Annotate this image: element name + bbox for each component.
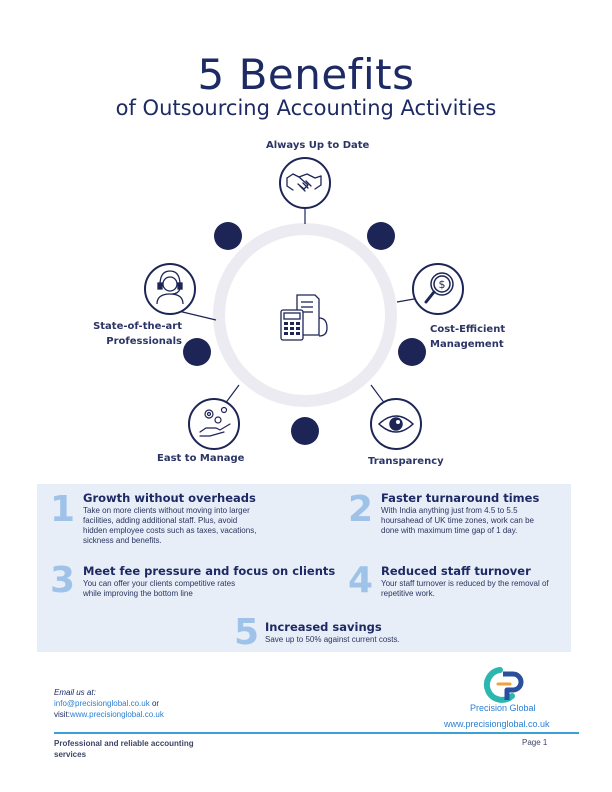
hand-gears-icon bbox=[199, 406, 231, 437]
footer-tagline: Professional and reliable accounting ser… bbox=[54, 739, 194, 759]
dot-bottom bbox=[291, 417, 319, 445]
node-label-professionals: State-of-the-art Professionals bbox=[93, 321, 182, 347]
benefit-number-1: 1 bbox=[50, 489, 76, 530]
eye-icon bbox=[377, 415, 415, 433]
dollar-glyph: $ bbox=[439, 278, 446, 291]
precision-global-logo bbox=[483, 667, 524, 703]
headset-professional-icon bbox=[156, 270, 184, 305]
accounting-calculator-icon bbox=[280, 294, 328, 341]
benefit-number-5: 5 bbox=[234, 612, 260, 653]
email-line: info@precisionglobal.co.uk or bbox=[54, 699, 160, 708]
benefit-text-1: Take on more clients without moving into… bbox=[83, 506, 257, 545]
dot-top-right bbox=[367, 222, 395, 250]
benefit-text-2: With India anything just from 4.5 to 5.5… bbox=[381, 506, 534, 535]
benefit-heading-3: Meet fee pressure and focus on clients bbox=[83, 564, 336, 578]
dot-top-left bbox=[214, 222, 242, 250]
benefit-text-4: Your staff turnover is reduced by the re… bbox=[381, 579, 549, 598]
dollar-magnifier-icon bbox=[424, 272, 454, 304]
page-subtitle: of Outsourcing Accounting Activities bbox=[115, 96, 497, 120]
dot-right bbox=[398, 338, 426, 366]
benefit-number-4: 4 bbox=[348, 560, 374, 601]
node-label-easy-to-manage: East to Manage bbox=[157, 453, 245, 464]
benefit-heading-2: Faster turnaround times bbox=[381, 491, 540, 505]
brand-name: Precision Global bbox=[470, 703, 536, 713]
footer-rule bbox=[54, 732, 579, 734]
node-label-always-up-to-date: Always Up to Date bbox=[266, 140, 370, 151]
benefit-heading-1: Growth without overheads bbox=[83, 491, 256, 505]
benefits-diagram: $ bbox=[144, 157, 464, 450]
node-label-transparency: Transparency bbox=[368, 456, 444, 467]
brand-website-link[interactable]: www.precisionglobal.co.uk bbox=[444, 719, 550, 729]
benefit-number-2: 2 bbox=[348, 489, 374, 530]
dot-left bbox=[183, 338, 211, 366]
email-label: Email us at: bbox=[54, 688, 96, 697]
benefit-text-3: You can offer your clients competitive r… bbox=[83, 579, 236, 598]
node-label-cost-efficient: Cost-Efficient Management bbox=[430, 324, 506, 350]
benefit-text-5: Save up to 50% against current costs. bbox=[265, 635, 400, 644]
page-title: 5 Benefits bbox=[197, 50, 415, 99]
visit-link[interactable]: www.precisionglobal.co.uk bbox=[70, 710, 164, 719]
benefit-heading-4: Reduced staff turnover bbox=[381, 564, 531, 578]
benefit-heading-5: Increased savings bbox=[265, 620, 382, 634]
visit-line: visit:www.precisionglobal.co.uk bbox=[54, 710, 164, 719]
benefit-number-3: 3 bbox=[50, 560, 76, 601]
benefits-panel bbox=[37, 484, 571, 652]
email-link[interactable]: info@precisionglobal.co.uk bbox=[54, 699, 150, 708]
hand-gears-icon-circle bbox=[188, 398, 240, 450]
handshake-icon bbox=[286, 173, 322, 192]
page-number: Page 1 bbox=[522, 738, 548, 747]
